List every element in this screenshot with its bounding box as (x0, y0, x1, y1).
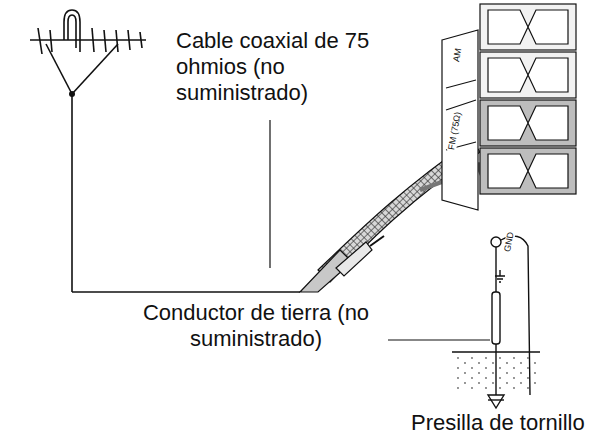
terminal-block (442, 30, 478, 210)
leader-line (388, 339, 490, 340)
terminal-slot (488, 154, 568, 188)
callout-label: Presilla de tornillo (411, 410, 611, 436)
terminal-cell (480, 4, 576, 50)
terminal-cell (480, 52, 576, 98)
terminal-label: GND (503, 230, 516, 253)
ground-wire (452, 236, 540, 408)
terminal-cell (480, 100, 576, 146)
plug-pin (370, 236, 384, 246)
coax-plug (336, 242, 372, 276)
soil (452, 356, 540, 390)
terminal-slot (488, 106, 568, 140)
terminal-cell (480, 148, 576, 194)
terminal-slot (488, 10, 568, 44)
terminal-slot (488, 58, 568, 92)
callout-label: Cable coaxial de 75 ohmios (no suministr… (176, 28, 416, 106)
leader-line (269, 120, 270, 268)
callout-label: Conductor de tierra (no suministrado) (128, 300, 384, 352)
